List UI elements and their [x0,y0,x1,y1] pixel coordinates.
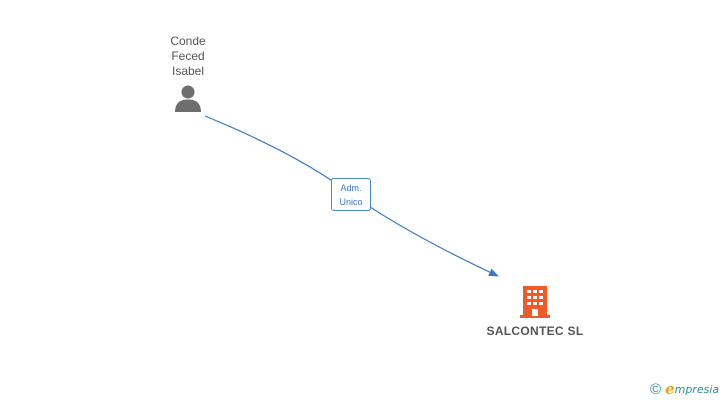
relation-label[interactable]: Adm. Unico [331,178,371,211]
relation-label-line-2: Unico [339,197,363,207]
company-node[interactable]: SALCONTEC SL [450,285,620,338]
relation-label-line-1: Adm. [340,183,362,193]
person-name-line-1: Conde [170,34,206,48]
brand-logo-text: mpresia [674,382,720,396]
brand-logo[interactable]: © e mpresia [650,380,719,398]
person-name-line-3: Isabel [171,64,205,78]
building-icon [520,286,550,318]
person-node[interactable]: Conde Feced Isabel [148,34,228,113]
person-icon [175,85,201,112]
brand-logo-initial: e [665,379,675,398]
company-name: SALCONTEC SL [486,324,584,338]
copyright-symbol: © [650,380,662,398]
person-name-line-2: Feced [171,49,205,63]
